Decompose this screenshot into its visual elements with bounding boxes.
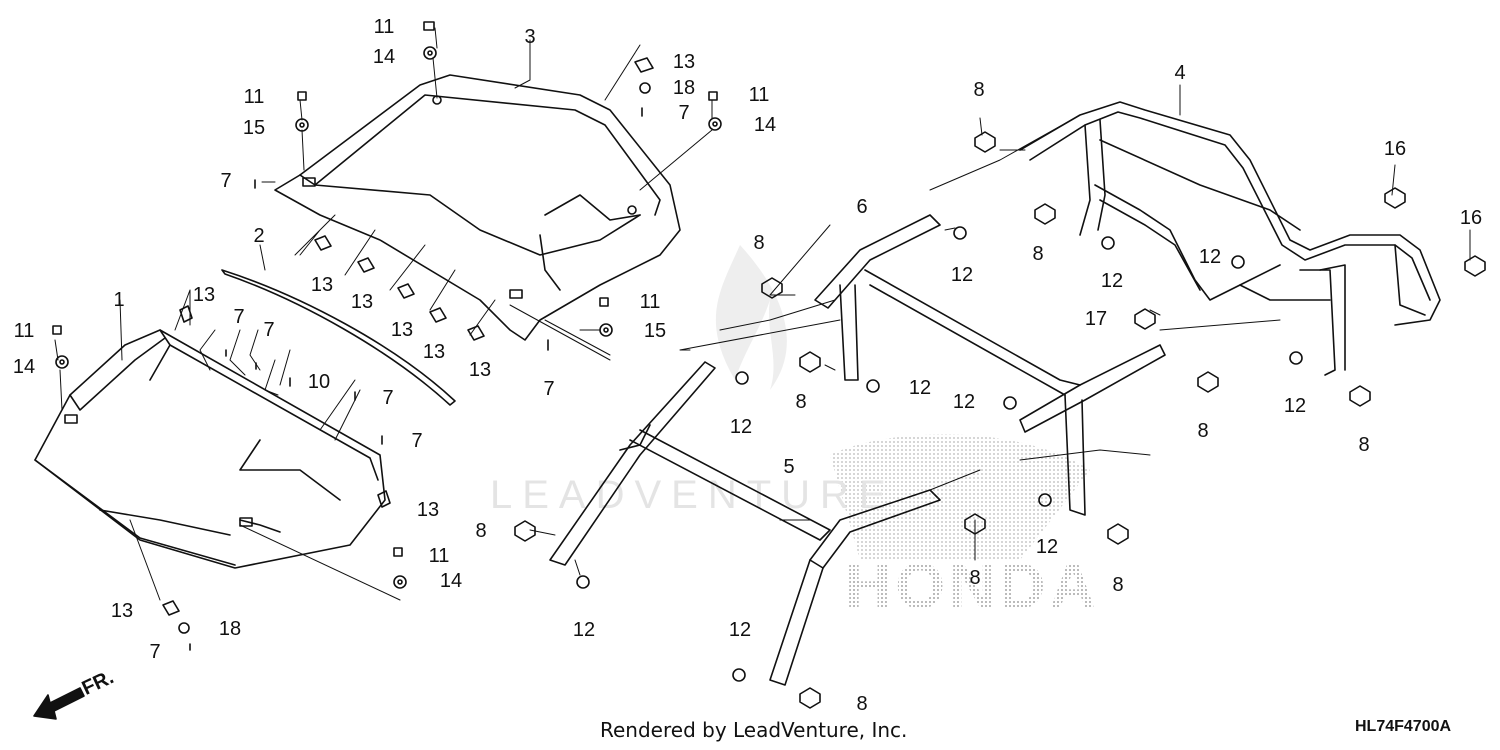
- part-3-roof: [274, 74, 681, 341]
- callout-13: 13: [468, 359, 492, 381]
- callout-11: 11: [243, 86, 265, 108]
- callout-7: 7: [543, 378, 555, 400]
- callout-8: 8: [969, 567, 981, 589]
- callout-12: 12: [908, 377, 932, 399]
- callout-14: 14: [372, 46, 396, 68]
- callout-13: 13: [192, 284, 216, 306]
- callout-8: 8: [1197, 420, 1209, 442]
- callout-11: 11: [639, 291, 661, 313]
- callout-5: 5: [783, 456, 795, 478]
- part-6-middle-frame: [814, 214, 1166, 516]
- front-arrow-icon: [33, 687, 85, 720]
- callout-13: 13: [390, 319, 414, 341]
- callout-8: 8: [856, 693, 868, 715]
- callout-1: 1: [113, 289, 125, 311]
- part-1-front-cover: [34, 329, 386, 569]
- callout-11: 11: [428, 545, 450, 567]
- callout-14: 14: [12, 356, 36, 378]
- callout-12: 12: [572, 619, 596, 641]
- hardware: [52, 21, 1486, 709]
- callout-11: 11: [13, 320, 35, 342]
- callout-18: 18: [672, 77, 696, 99]
- callout-7: 7: [382, 387, 394, 409]
- callout-13: 13: [110, 600, 134, 622]
- callout-12: 12: [952, 391, 976, 413]
- callout-16: 16: [1459, 207, 1483, 229]
- callout-8: 8: [1112, 574, 1124, 596]
- callout-8: 8: [1032, 243, 1044, 265]
- callout-12: 12: [950, 264, 974, 286]
- callout-7: 7: [411, 430, 423, 452]
- callout-2: 2: [253, 225, 265, 247]
- watermark-brand: HONDA: [845, 550, 1100, 622]
- callout-14: 14: [439, 570, 463, 592]
- callout-12: 12: [729, 416, 753, 438]
- callout-12: 12: [728, 619, 752, 641]
- footer-credit: Rendered by LeadVenture, Inc.: [600, 718, 908, 742]
- diagram-code: HL74F4700A: [1355, 718, 1452, 735]
- callout-18: 18: [218, 618, 242, 640]
- callout-4: 4: [1174, 62, 1186, 84]
- callout-8: 8: [475, 520, 487, 542]
- callout-10: 10: [307, 371, 331, 393]
- callout-8: 8: [973, 79, 985, 101]
- callout-15: 15: [643, 320, 667, 342]
- callout-8: 8: [795, 391, 807, 413]
- callout-8: 8: [1358, 434, 1370, 456]
- part-4-rear-frame: [1019, 101, 1441, 376]
- callout-3: 3: [524, 26, 536, 48]
- callout-7: 7: [233, 306, 245, 328]
- callout-13: 13: [422, 341, 446, 363]
- callout-17: 17: [1084, 308, 1108, 330]
- callout-11: 11: [373, 16, 395, 38]
- callout-8: 8: [753, 232, 765, 254]
- leader-lines: [54, 27, 1471, 601]
- callout-11: 11: [748, 84, 770, 106]
- callout-12: 12: [1198, 246, 1222, 268]
- watermark-text: LEADVENTURE: [490, 473, 896, 517]
- callout-14: 14: [753, 114, 777, 136]
- callout-13: 13: [416, 499, 440, 521]
- callout-7: 7: [678, 102, 690, 124]
- watermark: HONDA LEADVENTURE: [490, 245, 1100, 622]
- callout-12: 12: [1100, 270, 1124, 292]
- part-2-strip: [221, 269, 456, 406]
- callout-16: 16: [1383, 138, 1407, 160]
- callout-7: 7: [263, 319, 275, 341]
- callout-12: 12: [1283, 395, 1307, 417]
- callout-13: 13: [350, 291, 374, 313]
- callout-7: 7: [149, 641, 161, 663]
- callout-12: 12: [1035, 536, 1059, 558]
- callout-6: 6: [856, 196, 868, 218]
- part-5-front-frame: [549, 361, 941, 686]
- callout-13: 13: [672, 51, 696, 73]
- callout-7: 7: [220, 170, 232, 192]
- callout-13: 13: [310, 274, 334, 296]
- callout-15: 15: [242, 117, 266, 139]
